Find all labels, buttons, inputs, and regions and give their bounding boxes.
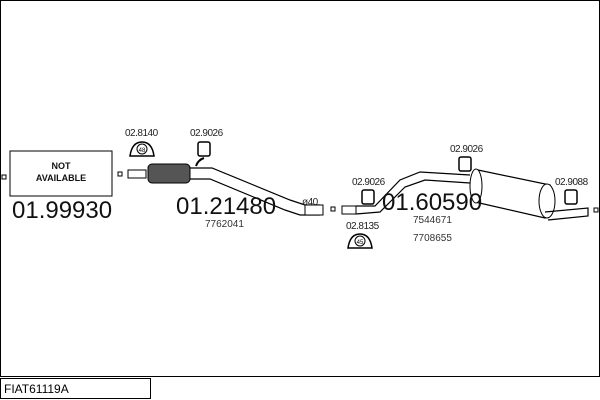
rubber-mount-icon [197, 141, 211, 157]
accessory-02-8135[interactable]: 02.8135 45 [346, 221, 380, 249]
accessory-ref: 02.8140 [125, 128, 159, 139]
silencer-end [469, 168, 483, 204]
accessory-02-8140[interactable]: 02.8140 48 [125, 128, 159, 157]
part-01-21480[interactable]: 01.21480 7762041 ø40 [127, 157, 324, 230]
accessory-ref: 02.9088 [555, 177, 589, 188]
part-01-60590[interactable]: 01.60590 7544671 7708655 [341, 168, 589, 244]
rubber-mount-icon [458, 156, 472, 172]
oe-number: 7708655 [413, 233, 452, 244]
oe-number: 7544671 [413, 215, 452, 226]
silencer-end [538, 183, 556, 219]
rubber-mount-icon [361, 189, 375, 205]
gasket-mark: 48 [139, 148, 146, 154]
connector-icon [330, 206, 336, 212]
oe-number: 7762041 [205, 219, 244, 230]
gasket-hole [136, 143, 148, 155]
accessory-02-9026[interactable]: 02.9026 [352, 177, 386, 205]
diagram-code: FIAT61119A [4, 382, 69, 396]
connector-icon [593, 207, 599, 213]
diagram-code-box [0, 378, 151, 399]
rear-pipe [355, 171, 471, 215]
flex-hose [147, 163, 191, 184]
accessory-02-9026[interactable]: 02.9026 [450, 144, 484, 172]
connector-icon [1, 174, 7, 180]
part-number: 01.60590 [382, 189, 482, 216]
pipe-outlet [304, 204, 324, 216]
tail-pipe [544, 207, 589, 221]
gasket-icon [129, 141, 155, 157]
accessory-ref: 02.9026 [190, 128, 224, 139]
accessory-02-9088[interactable]: 02.9088 [555, 177, 589, 205]
accessory-02-9026[interactable]: 02.9026 [190, 128, 224, 157]
not-available-line1: NOT [52, 161, 72, 171]
accessory-ref: 02.8135 [346, 221, 380, 232]
part-number: 01.21480 [176, 193, 276, 220]
sensor-boss [195, 157, 205, 167]
accessory-ref: 02.9026 [352, 177, 386, 188]
diameter-label: ø40 [302, 197, 319, 208]
part-01-99930[interactable]: NOT AVAILABLE 01.99930 [9, 150, 113, 224]
pipe-inlet [127, 169, 147, 179]
gasket-mark: 45 [357, 240, 364, 246]
connector-icon [117, 171, 123, 177]
accessory-ref: 02.9026 [450, 144, 484, 155]
silencer-body [474, 169, 551, 219]
pipe-inlet [341, 205, 357, 215]
gasket-icon [347, 233, 373, 249]
gasket-hole [354, 235, 366, 247]
not-available-box [9, 150, 113, 197]
rubber-mount-icon [564, 189, 578, 205]
part-number: 01.99930 [12, 197, 112, 224]
not-available-line2: AVAILABLE [36, 173, 86, 183]
